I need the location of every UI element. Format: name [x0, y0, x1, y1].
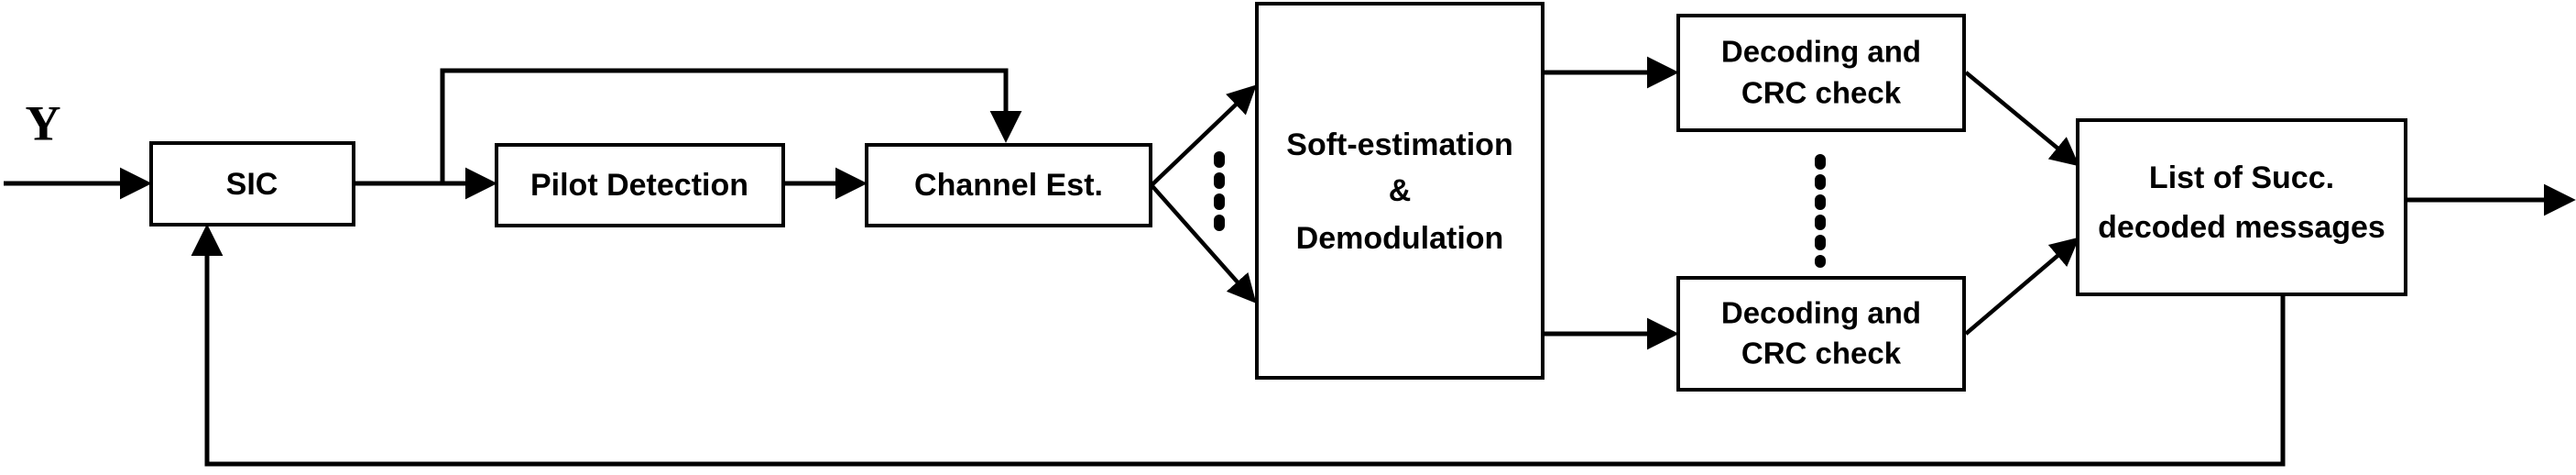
block-decoding-crc-top-label-line2: CRC check [1741, 76, 1902, 110]
block-channel-est[interactable]: Channel Est. [865, 143, 1152, 227]
block-soft-estimation[interactable]: Soft-estimation & Demodulation [1255, 2, 1545, 380]
block-sic-label: SIC [226, 167, 278, 202]
block-pilot-detection[interactable]: Pilot Detection [495, 143, 785, 227]
block-decoding-crc-bottom-label-line2: CRC check [1741, 337, 1902, 370]
wire-channel-est-fanout-lower [1150, 183, 1257, 304]
wire-sic-to-channel-est-top [440, 68, 1022, 183]
block-channel-est-label: Channel Est. [914, 168, 1103, 203]
block-soft-estimation-rect [1255, 2, 1545, 380]
block-decoding-crc-bottom-label-line1: Decoding and [1721, 296, 1921, 330]
input-signal-label: Y [26, 95, 61, 150]
block-soft-estimation-label-line1: Soft-estimation [1286, 127, 1512, 162]
block-list-succ-decoded-label-line2: decoded messages [2098, 210, 2385, 245]
block-soft-estimation-label-line3: Demodulation [1296, 221, 1504, 256]
block-list-succ-decoded-label-line1: List of Succ. [2149, 160, 2334, 195]
wire-decoding-top-to-list [1964, 71, 2080, 167]
block-decoding-crc-bottom[interactable]: Decoding and CRC check [1676, 276, 1966, 392]
block-channel-est-rect [865, 143, 1152, 227]
block-soft-estimation-label-line2: & [1389, 173, 1412, 208]
block-sic[interactable]: SIC [149, 141, 355, 226]
block-pilot-detection-label: Pilot Detection [530, 168, 748, 203]
block-decoding-crc-top-rect [1676, 14, 1966, 132]
wire-decoding-bottom-to-list [1964, 237, 2080, 336]
block-decoding-crc-bottom-rect [1676, 276, 1966, 392]
branch-ellipsis-icon [1214, 151, 1225, 231]
block-list-succ-decoded[interactable]: List of Succ. decoded messages [2076, 118, 2407, 296]
wire-list-to-sic-feedback [191, 224, 2286, 467]
block-list-succ-decoded-rect [2076, 118, 2407, 296]
block-pilot-detection-rect [495, 143, 785, 227]
block-sic-rect [149, 141, 355, 226]
block-decoding-crc-top-label-line1: Decoding and [1721, 35, 1921, 69]
decoder-ellipsis-icon [1815, 154, 1826, 268]
block-decoding-crc-top[interactable]: Decoding and CRC check [1676, 14, 1966, 132]
wire-channel-est-fanout-upper [1150, 84, 1257, 187]
